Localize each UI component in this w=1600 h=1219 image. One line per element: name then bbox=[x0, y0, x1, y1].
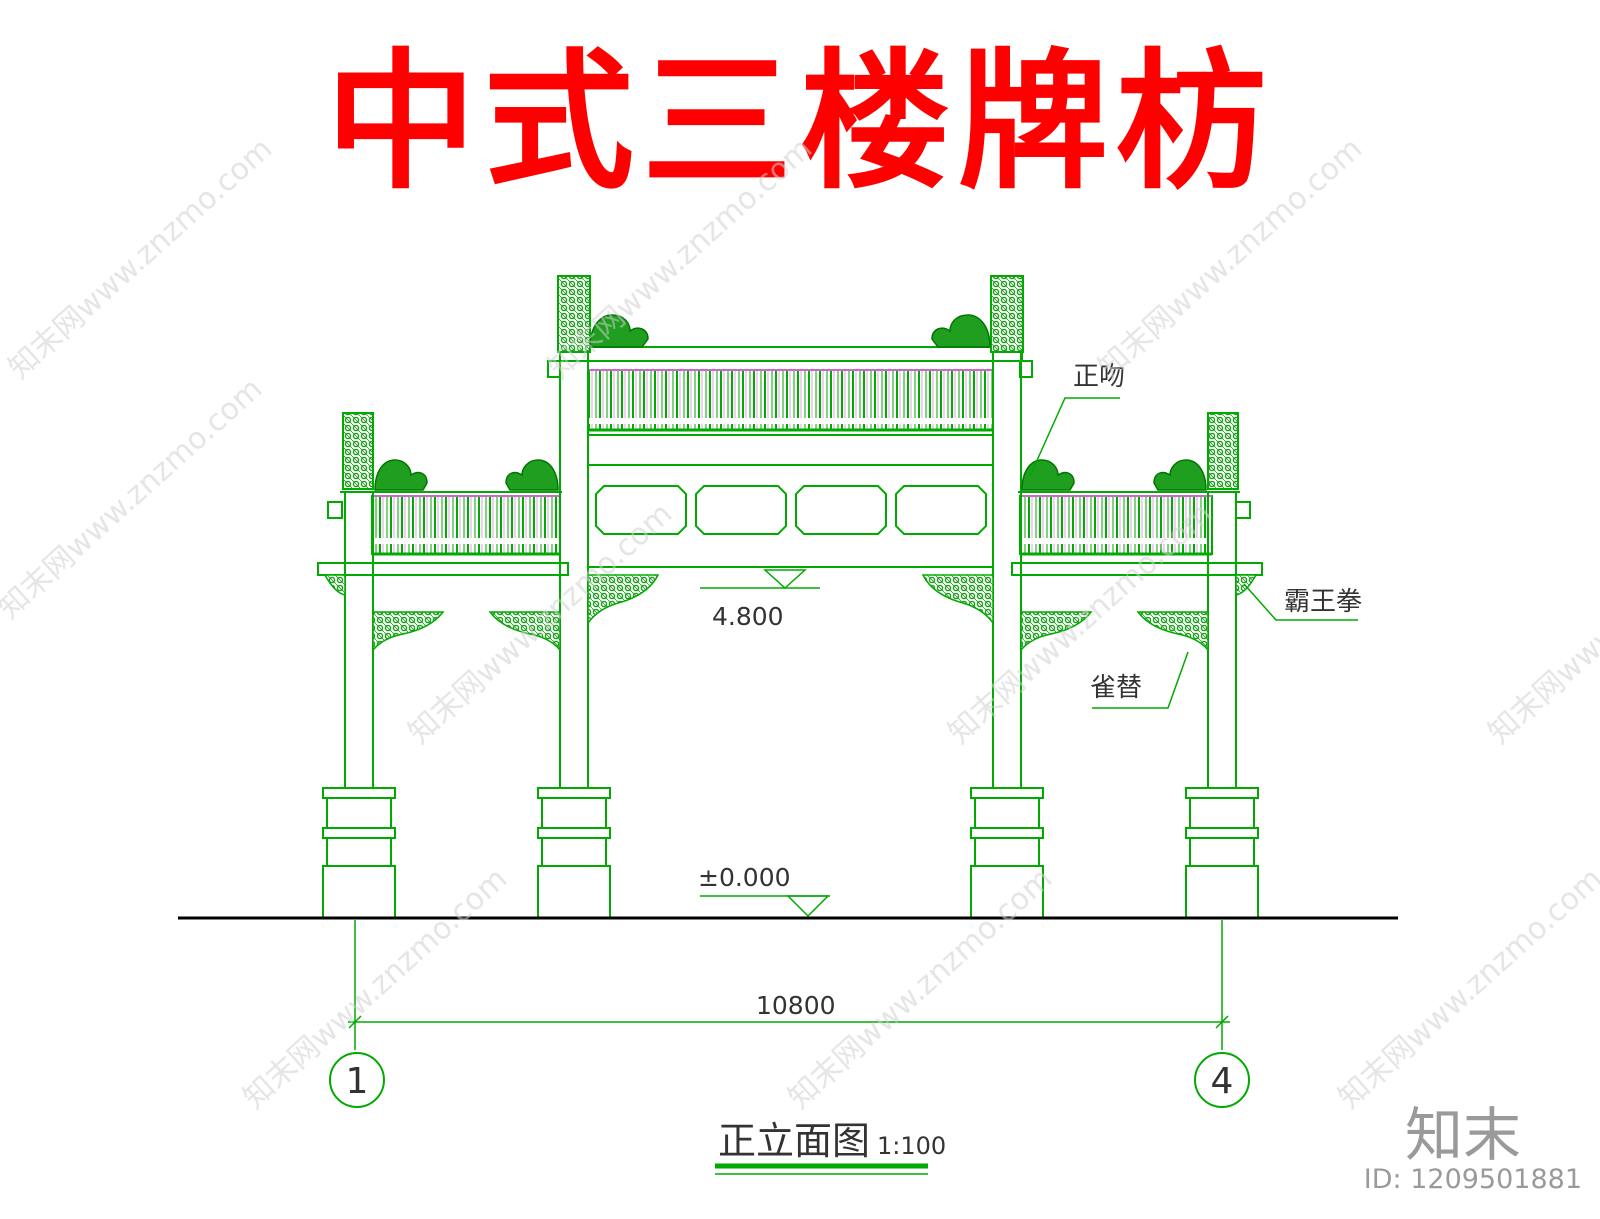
svg-text:1: 1 bbox=[346, 1061, 369, 1102]
ornament-center-right bbox=[931, 314, 991, 348]
svg-text:知末网www.znzmo.com: 知末网www.znzmo.com bbox=[0, 371, 269, 626]
ornament-right-outer bbox=[1153, 459, 1207, 491]
elevation-ground-label: ±0.000 bbox=[698, 863, 791, 892]
label-bawangquan: 霸王拳 bbox=[1284, 587, 1362, 617]
center-roof bbox=[548, 346, 1030, 466]
span-dimension-label: 10800 bbox=[756, 991, 836, 1020]
ornament-left-inner bbox=[505, 459, 559, 491]
drawing-scale: 1:100 bbox=[877, 1132, 946, 1160]
axis-bubble-right: 4 bbox=[1194, 1052, 1250, 1108]
panel-cartouche-4 bbox=[895, 485, 987, 535]
watermark-id: ID: 1209501881 bbox=[1363, 1164, 1582, 1195]
panel-cartouche-1 bbox=[595, 485, 687, 535]
ornament-left-outer bbox=[374, 459, 428, 491]
watermark-brand: 知末 bbox=[1405, 1101, 1522, 1169]
svg-text:知末网www.znzmo.com: 知末网www.znzmo.com bbox=[1092, 131, 1369, 386]
brackets bbox=[323, 574, 1258, 653]
base-1 bbox=[322, 787, 396, 919]
svg-text:4: 4 bbox=[1211, 1061, 1234, 1102]
column-1 bbox=[344, 491, 374, 789]
label-queti: 雀替 bbox=[1090, 673, 1142, 703]
column-caps bbox=[342, 275, 1239, 490]
svg-text:知末网www.znzmo.com: 知末网www.znzmo.com bbox=[2, 131, 279, 386]
axis-bubble-left: 1 bbox=[329, 1052, 385, 1108]
ridge-ornaments bbox=[374, 314, 1207, 491]
right-roof bbox=[1011, 491, 1263, 576]
ornament-center-left bbox=[589, 314, 649, 348]
column-cap-1 bbox=[342, 412, 374, 490]
drawing-caption: 正立面图 bbox=[718, 1119, 870, 1163]
label-zhengwen: 正吻 bbox=[1073, 362, 1125, 392]
elevation-top-label: 4.800 bbox=[712, 602, 784, 631]
watermarks: 知末网www.znzmo.com 知末网www.znzmo.com 知末网www… bbox=[0, 131, 1600, 1116]
column-cap-3 bbox=[990, 275, 1024, 353]
elevation-ground-marker bbox=[700, 895, 830, 918]
panel-cartouche-2 bbox=[695, 485, 787, 535]
leader-lines bbox=[1029, 397, 1358, 709]
svg-text:知末网www.znzmo.com: 知末网www.znzmo.com bbox=[1332, 861, 1600, 1116]
column-3 bbox=[992, 349, 1022, 789]
base-2 bbox=[537, 787, 611, 919]
page-title: 中式三楼牌枋 bbox=[325, 36, 1274, 210]
column-cap-2 bbox=[557, 275, 591, 353]
svg-text:知末网www.znzmo.com: 知末网www.znzmo.com bbox=[1482, 496, 1600, 751]
panel-cartouche-3 bbox=[795, 485, 887, 535]
left-roof bbox=[317, 491, 569, 576]
base-4 bbox=[1185, 787, 1259, 919]
elevation-top-marker bbox=[700, 569, 820, 590]
ornament-right-inner bbox=[1021, 459, 1075, 491]
column-cap-4 bbox=[1207, 412, 1239, 490]
dimension-line bbox=[348, 920, 1230, 1050]
